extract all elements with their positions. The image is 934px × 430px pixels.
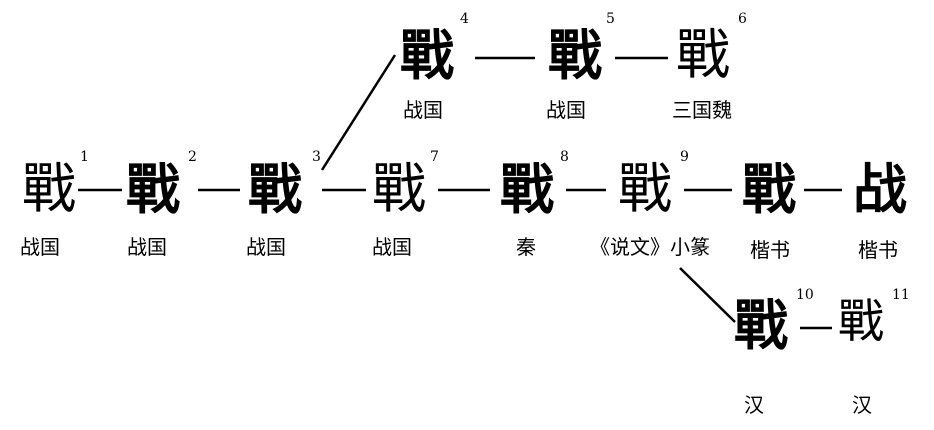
number-2: 2 — [188, 149, 197, 165]
glyph-form-10: 戰 — [734, 293, 788, 357]
number-9: 9 — [680, 149, 689, 165]
connector-3-4 — [320, 54, 397, 171]
label-kaishu-traditional: 楷书 — [750, 238, 790, 262]
label-form-4: 战国 — [403, 98, 443, 122]
label-form-6: 三国魏 — [672, 98, 732, 122]
glyph-form-2: 戰 — [126, 157, 180, 221]
glyph-form-7: 戰 — [372, 157, 426, 220]
number-4: 4 — [460, 11, 469, 27]
label-form-3: 战国 — [246, 235, 286, 259]
label-form-11: 汉 — [852, 393, 872, 417]
number-6: 6 — [738, 11, 747, 27]
label-form-5: 战国 — [546, 98, 586, 122]
number-5: 5 — [606, 11, 615, 27]
label-form-10: 汉 — [744, 393, 764, 417]
glyph-kaishu-traditional: 戰 — [742, 157, 796, 221]
glyph-form-6: 戰 — [676, 23, 730, 86]
label-form-1: 战国 — [20, 235, 60, 259]
connector-9-10 — [679, 267, 736, 323]
number-8: 8 — [560, 149, 569, 165]
glyph-form-11: 戰 — [838, 294, 884, 348]
label-form-9: 《说文》小篆 — [590, 235, 710, 259]
glyph-kaishu-simplified: 战 — [853, 157, 907, 221]
number-1: 1 — [80, 149, 89, 165]
label-kaishu-simplified: 楷书 — [858, 238, 898, 262]
glyph-form-5: 戰 — [548, 23, 602, 87]
number-3: 3 — [312, 149, 321, 165]
label-form-8: 秦 — [516, 235, 536, 259]
glyph-form-3: 戰 — [248, 157, 302, 221]
glyph-form-1: 戰 — [22, 157, 76, 220]
label-form-2: 战国 — [127, 235, 167, 259]
number-10: 10 — [796, 287, 814, 303]
number-7: 7 — [430, 149, 439, 165]
glyph-form-4: 戰 — [400, 23, 454, 87]
glyph-form-9: 戰 — [618, 157, 672, 220]
label-form-7: 战国 — [372, 235, 412, 259]
number-11: 11 — [892, 287, 910, 303]
glyph-form-8: 戰 — [500, 157, 554, 221]
